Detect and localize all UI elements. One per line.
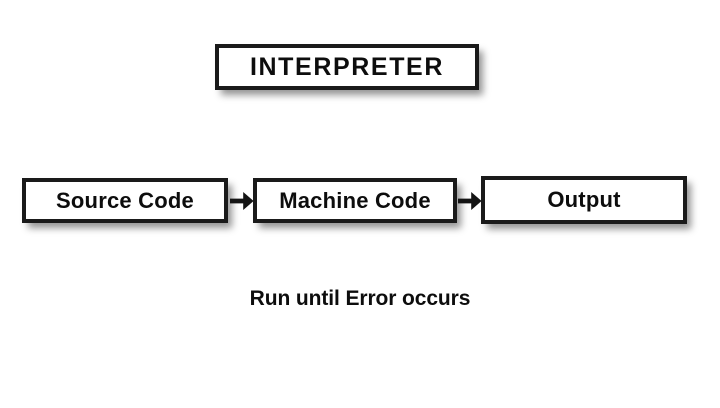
arrow-right-icon: [457, 189, 483, 213]
node-output-label: Output: [547, 187, 621, 212]
diagram-caption: Run until Error occurs: [0, 287, 720, 311]
node-output: Output: [481, 176, 687, 224]
interpreter-title-label: INTERPRETER: [249, 52, 444, 81]
node-machine-code: Machine Code: [253, 178, 457, 223]
node-source-code-label: Source Code: [56, 187, 194, 213]
node-machine-code-label: Machine Code: [279, 187, 431, 213]
interpreter-title-box: INTERPRETER: [215, 44, 479, 90]
arrow-right-icon: [229, 189, 255, 213]
diagram-caption-text: Run until Error occurs: [249, 287, 471, 310]
node-source-code: Source Code: [22, 178, 228, 223]
